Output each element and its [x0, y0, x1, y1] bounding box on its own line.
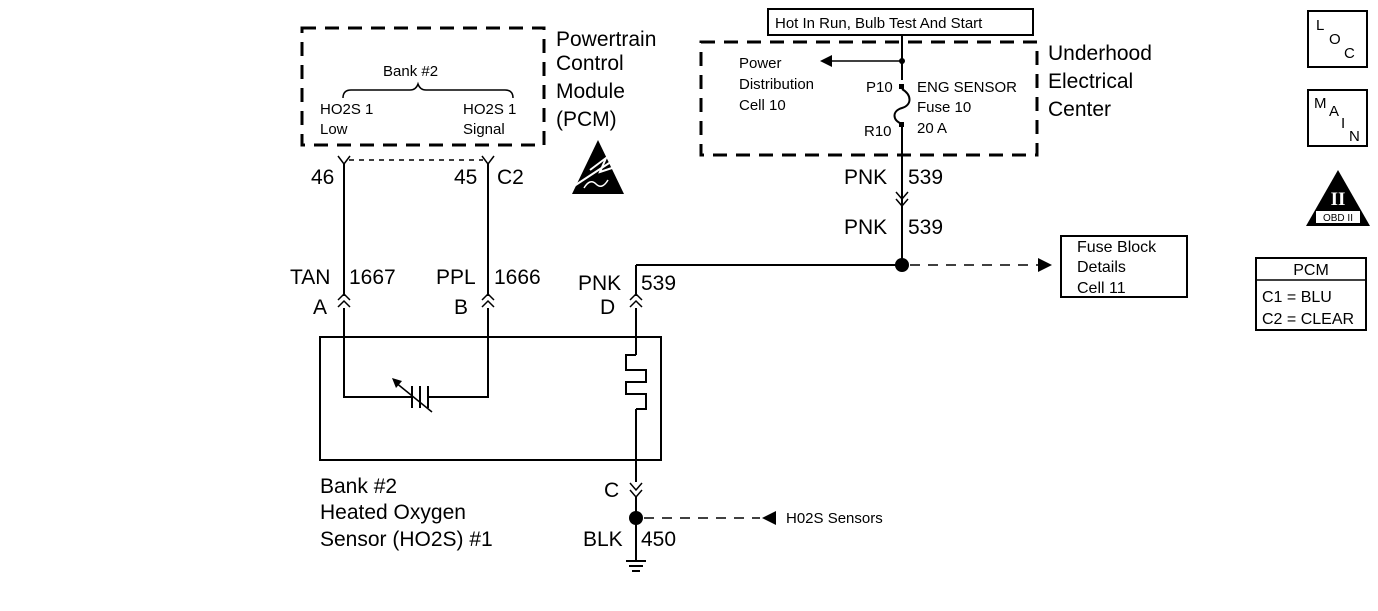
loc-icon[interactable]: L O C [1307, 10, 1368, 68]
svg-text:N: N [1349, 128, 1360, 145]
uec-condition-label: Hot In Run, Bulb Test And Start [775, 15, 983, 32]
heater-element-symbol [625, 308, 647, 482]
fuse-block-arrow [1038, 258, 1052, 272]
fuse-line2: Fuse 10 [917, 99, 971, 116]
fuse-block-ref-line1: Fuse Block [1077, 239, 1157, 256]
sensor-pin-d-symbol [629, 292, 643, 308]
pcm-connector-right: C2 [497, 166, 524, 189]
ground-ref-arrow [762, 511, 776, 525]
pnk-d-pin: D [600, 296, 615, 319]
svg-text:OBD II: OBD II [1323, 213, 1353, 224]
pnk-d-wire: PNK 539 D [578, 265, 676, 319]
pnk-feed-wire: PNK 539 PNK 539 [636, 127, 1052, 272]
tan-wire-pin: A [313, 296, 327, 319]
pcm-pin-right: 45 [454, 166, 477, 189]
pnk-middle-circuit: 539 [908, 216, 943, 239]
ground-icon [626, 560, 646, 572]
pcm-left-terminal-line2: Low [320, 121, 348, 138]
svg-text:O: O [1329, 31, 1341, 48]
svg-text:I: I [1341, 115, 1345, 132]
bank-brace [342, 81, 514, 99]
svg-text:A: A [1329, 103, 1339, 120]
svg-text:C: C [1344, 45, 1355, 62]
fuse-line3: 20 A [917, 120, 947, 137]
tan-wire-color: TAN [290, 266, 330, 289]
pcm-title-line2: Control [556, 52, 624, 75]
uec-title-line2: Electrical [1048, 70, 1133, 93]
svg-text:II: II [1331, 189, 1346, 210]
sensor-pin-c-symbol [629, 482, 643, 499]
power-dist-line3: Cell 10 [739, 97, 786, 114]
fuse-out-pin: R10 [864, 123, 892, 140]
pcm-right-terminal-line1: HO2S 1 [463, 101, 516, 118]
uec-title-line1: Underhood [1048, 42, 1152, 65]
power-dist-line2: Distribution [739, 76, 814, 93]
pcm-title-line4: (PCM) [556, 108, 617, 131]
uec-title-line3: Center [1048, 98, 1111, 121]
pcm-pin-45-symbol [481, 155, 495, 166]
fuse-block-ref-box [1060, 235, 1188, 298]
uec-boundary [699, 40, 1039, 157]
uec-module: Hot In Run, Bulb Test And Start Power Di… [699, 8, 1152, 157]
pnk-upper-circuit: 539 [908, 166, 943, 189]
fuse-in-pin: P10 [866, 79, 893, 96]
sensor-title-line1: Bank #2 [320, 475, 397, 498]
pnk-middle-color: PNK [844, 216, 887, 239]
ho2s-sensor: Bank #2 Heated Oxygen Sensor (HO2S) #1 [319, 308, 662, 551]
ppl-wire-color: PPL [436, 266, 476, 289]
pnk-d-color: PNK [578, 272, 621, 295]
blk-color: BLK [583, 528, 623, 551]
fuse-block-ref-line2: Details [1077, 259, 1126, 276]
pnk-upper-color: PNK [844, 166, 887, 189]
uec-condition-box [767, 8, 1034, 36]
tan-wire: TAN 1667 A [290, 164, 396, 319]
pcm-bank-label: Bank #2 [383, 63, 438, 80]
pcm-left-terminal-line1: HO2S 1 [320, 101, 373, 118]
obd-ii-icon[interactable]: II OBD II [1306, 170, 1370, 226]
sensor-body [319, 336, 662, 461]
pcm-pin-46-symbol [337, 155, 351, 166]
pcm-legend-row-2: C2 = CLEAR [1262, 311, 1354, 328]
sensor-pin-a-symbol [337, 292, 351, 308]
fuse-symbol [893, 88, 911, 125]
power-dist-line1: Power [739, 55, 782, 72]
blk-pin: C [604, 479, 619, 502]
svg-text:M: M [1314, 95, 1327, 112]
pcm-title-line3: Module [556, 80, 625, 103]
fuse-block-ref-line3: Cell 11 [1077, 280, 1126, 297]
ppl-wire: PPL 1666 B [436, 164, 541, 319]
tan-wire-circuit: 1667 [349, 266, 396, 289]
main-icon[interactable]: M A I N [1307, 89, 1368, 147]
pcm-boundary [300, 26, 546, 147]
svg-text:L: L [1316, 17, 1324, 34]
sensor-pin-b-symbol [481, 292, 495, 308]
pcm-legend-row-1: C1 = BLU [1262, 289, 1332, 306]
sensor-title-line2: Heated Oxygen [320, 501, 466, 524]
pcm-title-line1: Powertrain [556, 28, 656, 51]
power-dist-arrow [820, 55, 832, 67]
pcm-right-terminal-line2: Signal [463, 121, 505, 138]
pcm-module: Bank #2 HO2S 1 Low HO2S 1 Signal Powertr… [300, 26, 656, 194]
sensor-title-line3: Sensor (HO2S) #1 [320, 528, 493, 551]
ground-splice-point [629, 511, 643, 525]
ppl-wire-pin: B [454, 296, 468, 319]
variable-resistor-symbol [392, 378, 436, 413]
inline-connector-symbol [895, 191, 909, 208]
blk-ground-wire: C H02S Sensors BLK 450 [583, 479, 883, 572]
pcm-legend-title: PCM [1293, 262, 1329, 279]
ground-ref-label: H02S Sensors [786, 510, 883, 527]
blk-circuit: 450 [641, 528, 676, 551]
ppl-wire-circuit: 1666 [494, 266, 541, 289]
fuse-line1: ENG SENSOR [917, 79, 1017, 96]
esd-warning-icon [567, 140, 627, 194]
pcm-pin-left: 46 [311, 166, 334, 189]
pcm-connector-legend: PCM C1 = BLU C2 = CLEAR [1255, 257, 1367, 331]
pnk-d-circuit: 539 [641, 272, 676, 295]
